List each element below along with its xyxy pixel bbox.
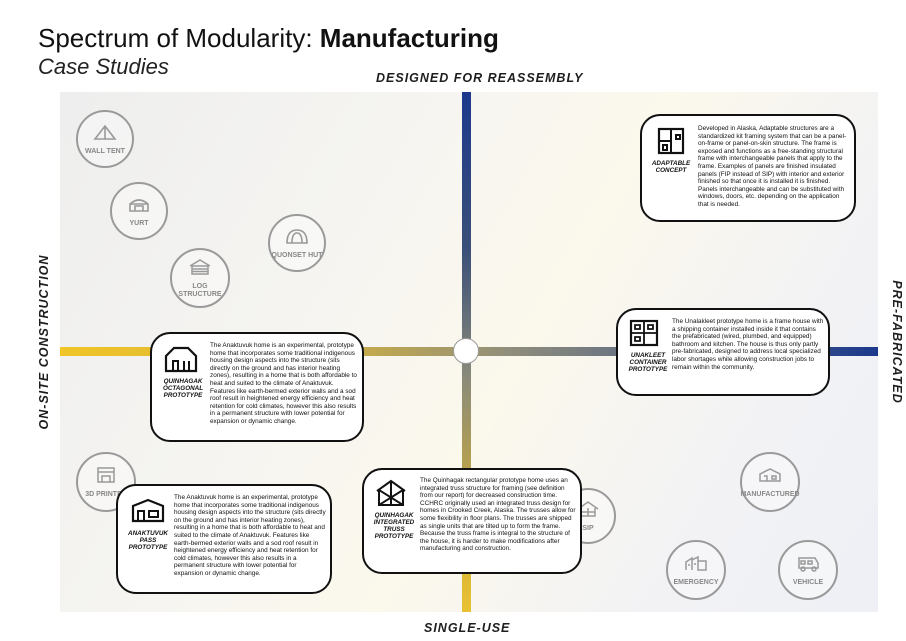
card-adaptable-concept: ADAPTABLE CONCEPT Developed in Alaska, A… bbox=[640, 114, 856, 222]
sip-house-icon bbox=[576, 500, 600, 523]
item-label: MANUFACTURED bbox=[740, 490, 800, 498]
page-title: Spectrum of Modularity: Manufacturing bbox=[38, 23, 499, 53]
item-vehicle: VEHICLE bbox=[778, 540, 838, 600]
item-yurt: YURT bbox=[110, 182, 168, 240]
card-name: ANAKTUVUK PASS PROTOTYPE bbox=[128, 530, 168, 551]
truss-house-icon bbox=[374, 478, 408, 508]
card-name: QUINHAGAK OCTAGONAL PROTOTYPE bbox=[162, 378, 204, 399]
item-label: EMERGENCY bbox=[673, 578, 719, 586]
card-description: The Anaktuvuk home is an experimental, p… bbox=[210, 342, 357, 425]
item-label: QUONSET HUT bbox=[271, 251, 323, 259]
card-name: ADAPTABLE CONCEPT bbox=[651, 160, 691, 174]
modular-frame-icon bbox=[656, 126, 686, 156]
item-label: VEHICLE bbox=[792, 578, 824, 586]
printer-icon bbox=[94, 466, 118, 489]
card-quinhagak-octagonal: QUINHAGAK OCTAGONAL PROTOTYPE The Anaktu… bbox=[150, 332, 364, 442]
axis-label-right: PRE-FABRICATED bbox=[890, 280, 904, 404]
axis-label-left: ON-SITE CONSTRUCTION bbox=[37, 254, 51, 430]
shelter-icon bbox=[684, 554, 708, 577]
tent-icon bbox=[93, 123, 117, 146]
log-house-icon bbox=[188, 258, 212, 281]
axis-label-bottom: SINGLE-USE bbox=[424, 621, 511, 635]
axis-origin-marker bbox=[453, 338, 479, 364]
rv-icon bbox=[796, 554, 820, 577]
item-label: WALL TENT bbox=[85, 147, 125, 155]
mobile-home-icon bbox=[758, 466, 782, 489]
item-wall-tent: WALL TENT bbox=[76, 110, 134, 168]
card-description: Developed in Alaska, Adaptable structure… bbox=[698, 125, 847, 208]
card-anaktuvuk-pass: ANAKTUVUK PASS PROTOTYPE The Anaktuvuk h… bbox=[116, 484, 332, 594]
item-manufactured: MANUFACTURED bbox=[740, 452, 800, 512]
card-description: The Anaktuvuk home is an experimental, p… bbox=[174, 494, 326, 577]
item-log-structure: LOG STRUCTURE bbox=[170, 248, 230, 308]
card-name: QUINHAGAK INTEGRATED TRUSS PROTOTYPE bbox=[373, 512, 415, 540]
card-description: The Unalakleet prototype home is a frame… bbox=[672, 318, 824, 371]
item-label: SIP bbox=[582, 524, 594, 532]
item-quonset-hut: QUONSET HUT bbox=[268, 214, 326, 272]
item-emergency: EMERGENCY bbox=[666, 540, 726, 600]
item-label: LOG STRUCTURE bbox=[178, 282, 222, 298]
page-subtitle: Case Studies bbox=[38, 54, 169, 79]
item-label: YURT bbox=[129, 219, 149, 227]
card-name: UNAKLEET CONTAINER PROTOTYPE bbox=[628, 352, 668, 373]
earth-house-icon bbox=[130, 496, 166, 524]
card-description: The Quinhagak rectangular prototype home… bbox=[420, 477, 576, 553]
axis-label-top: DESIGNED FOR REASSEMBLY bbox=[376, 71, 584, 85]
card-unakleet-container: UNAKLEET CONTAINER PROTOTYPE The Unalakl… bbox=[616, 308, 830, 396]
quonset-icon bbox=[285, 227, 309, 250]
card-quinhagak-integrated-truss: QUINHAGAK INTEGRATED TRUSS PROTOTYPE The… bbox=[362, 468, 582, 574]
item-label: 3D PRINTED bbox=[85, 490, 127, 498]
octagonal-house-icon bbox=[162, 344, 200, 374]
container-house-icon bbox=[628, 318, 660, 348]
yurt-icon bbox=[127, 195, 151, 218]
